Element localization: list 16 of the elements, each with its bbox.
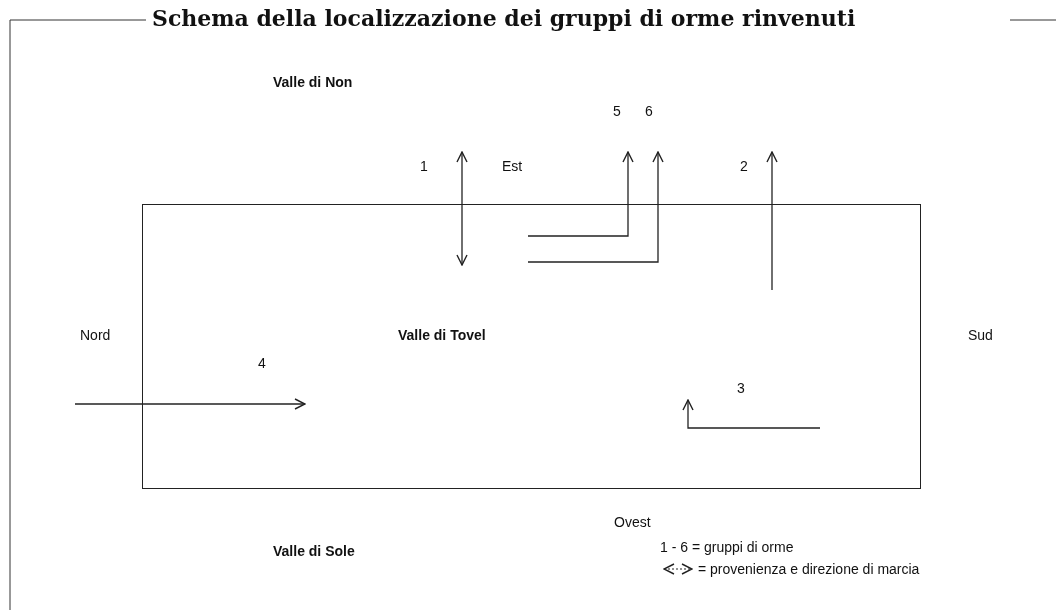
- area-name: Valle di Tovel: [398, 327, 486, 343]
- compass-label: Nord: [80, 327, 111, 343]
- compass-label: Sud: [968, 327, 993, 343]
- place-name: Valle di Non: [273, 74, 353, 90]
- place-name: Valle di Sole: [273, 543, 355, 559]
- legend-text: 1 - 6 = gruppi di orme: [660, 539, 794, 555]
- group-number: 1: [420, 158, 428, 174]
- group-number: 6: [645, 103, 653, 119]
- legend-text: = provenienza e direzione di marcia: [698, 561, 920, 577]
- compass-label: Ovest: [614, 514, 651, 530]
- group-number: 4: [258, 355, 266, 371]
- valley-area-box: [142, 204, 921, 489]
- group-number: 2: [740, 158, 748, 174]
- group-number: 5: [613, 103, 621, 119]
- group-number: 3: [737, 380, 745, 396]
- compass-label: Est: [502, 158, 523, 174]
